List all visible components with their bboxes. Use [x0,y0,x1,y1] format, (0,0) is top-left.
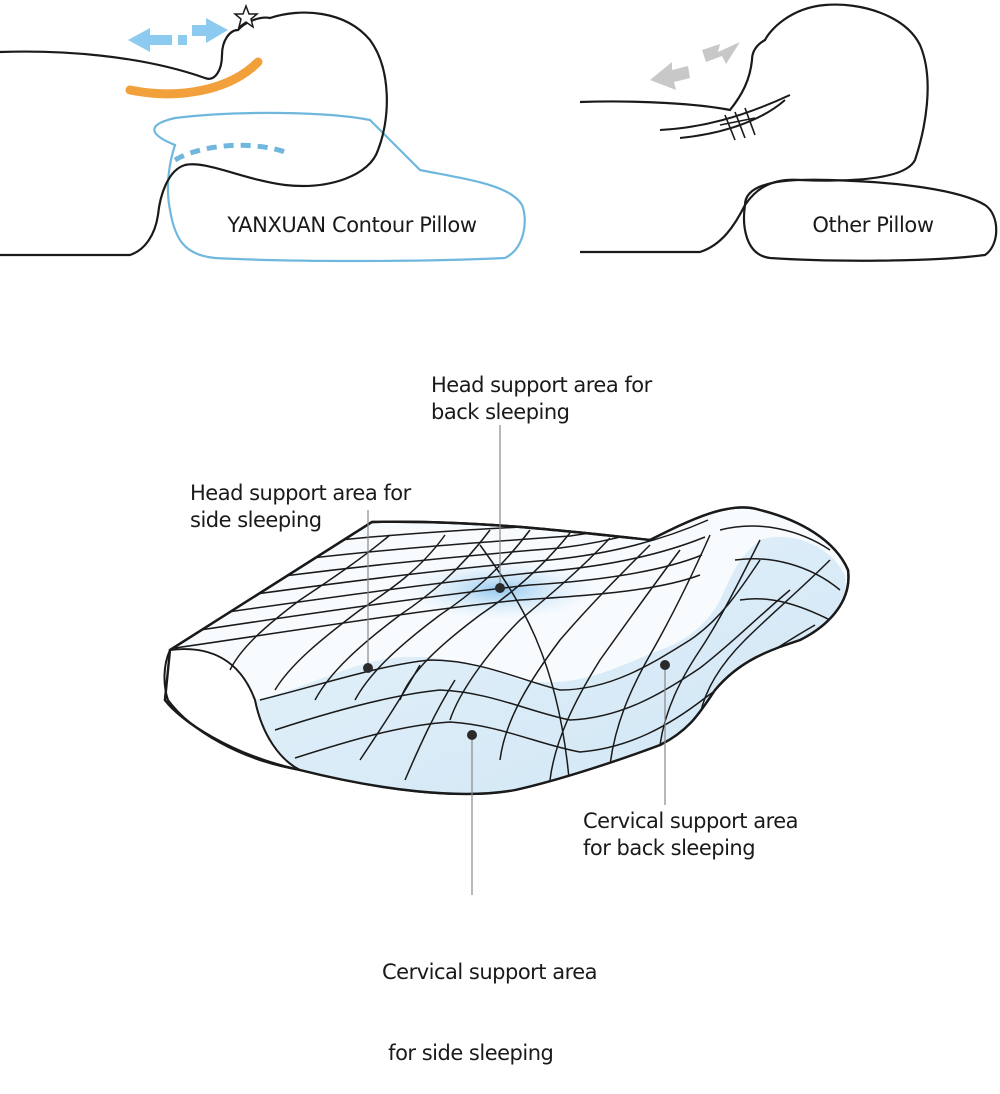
dot-cervical-back [660,660,670,670]
dot-head-back [495,583,505,593]
star-icon [232,3,260,29]
callout-cervical-side: Cervical support area for side sleeping [382,905,598,1094]
dot-head-side [363,663,373,673]
pillow-grid [174,507,841,791]
callout-head-side-line2: side sleeping [190,508,322,532]
airway-orange-curve [125,57,263,99]
callout-cervical-back-line1: Cervical support area [583,809,799,833]
head-outline-right [579,3,929,254]
callout-head-back: Head support area for back sleeping [431,372,652,426]
callout-cervical-back: Cervical support area for back sleeping [583,808,799,862]
blocked-airflow-arrows-icon [650,42,740,90]
contour-pillow-outline [153,111,526,263]
callout-leaders [367,425,666,895]
callout-head-back-line2: back sleeping [431,400,570,424]
contour-pillow-illustration [0,3,526,263]
contour-pillow-3d [163,506,850,796]
pillow-comparison-diagram: YANXUAN Contour Pillow Other Pillow [0,3,998,895]
callout-head-side: Head support area for side sleeping [190,480,411,534]
callout-cervical-side-line2: for side sleeping [382,1041,554,1065]
callout-cervical-back-line2: for back sleeping [583,836,756,860]
callout-cervical-side-line1: Cervical support area [382,960,598,984]
support-dash-line [173,142,286,163]
callout-dots [363,583,670,740]
compression-marks-icon [719,107,756,141]
airflow-arrows-icon [128,18,228,52]
pillow-side-face [255,536,846,794]
dot-cervical-side [467,730,477,740]
callout-head-back-line1: Head support area for [431,373,652,397]
contour-pillow-label: YANXUAN Contour Pillow [226,213,476,237]
head-outline-left [0,11,388,257]
other-pillow-illustration [579,3,998,262]
collapsed-airway [659,94,791,131]
callout-head-side-line1: Head support area for [190,481,411,505]
other-pillow-label: Other Pillow [812,213,933,237]
